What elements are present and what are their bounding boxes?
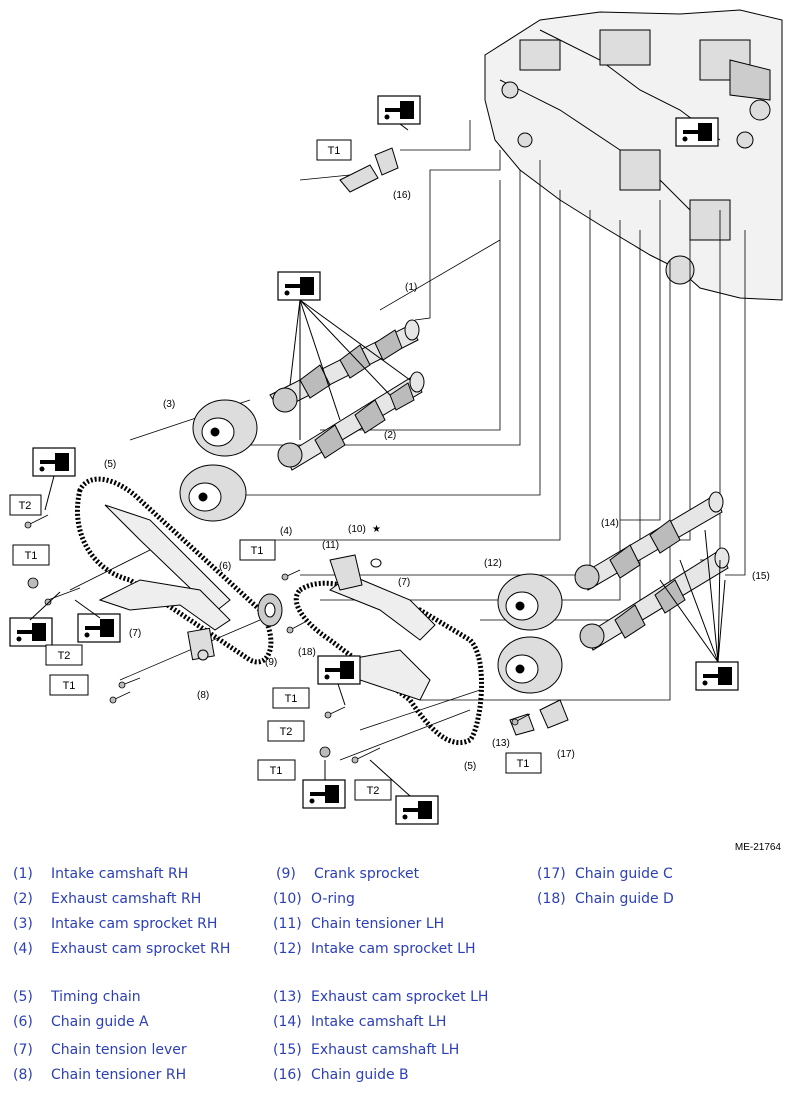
- callout-4: (4): [280, 526, 292, 537]
- legend-item: (17)Chain guide C: [537, 866, 673, 882]
- legend-item: (12)Intake cam sprocket LH: [273, 941, 476, 957]
- exhaust-camshaft-rh: [277, 371, 425, 471]
- intake-cam-sprocket-rh: [192, 399, 258, 457]
- torque-tag-t2: T2: [58, 650, 71, 662]
- callout-16: (16): [393, 190, 411, 201]
- callout-7: (7): [129, 628, 141, 639]
- timing-chain-rh: [74, 476, 274, 665]
- legend-item: (6)Chain guide A: [13, 1014, 149, 1030]
- callout-1: (1): [405, 282, 417, 293]
- parts-legend: (1)Intake camshaft RH (2)Exhaust camshaf…: [0, 862, 793, 1092]
- callout-17: (17): [557, 749, 575, 760]
- exhaust-cam-sprocket-lh: [497, 636, 563, 694]
- callout-11: (11): [322, 540, 339, 551]
- callout-10: (10): [348, 524, 366, 535]
- exhaust-cam-sprocket-rh: [179, 464, 247, 522]
- engine-block: [484, 9, 783, 301]
- chain-tension-lever-rh: [98, 579, 231, 631]
- legend-item: (7)Chain tension lever: [13, 1042, 187, 1058]
- o-ring: [370, 558, 382, 568]
- torque-tag-t1: T1: [63, 680, 76, 692]
- legend-item: (2)Exhaust camshaft RH: [13, 891, 202, 907]
- callout-5: (5): [104, 459, 116, 470]
- torque-tag-t1: T1: [517, 758, 530, 770]
- callout-8: (8): [197, 690, 209, 701]
- legend-item: (15)Exhaust camshaft LH: [273, 1042, 460, 1058]
- legend-item: (9)Crank sprocket: [276, 866, 420, 882]
- torque-tag-t2: T2: [19, 500, 32, 512]
- intake-cam-sprocket-lh: [497, 573, 563, 631]
- oil-icon: [77, 613, 121, 643]
- callout-3: (3): [163, 399, 175, 410]
- callout-12: (12): [484, 558, 502, 569]
- callout-5: (5): [464, 761, 476, 772]
- oil-icon: [302, 779, 346, 809]
- oil-icon: [377, 95, 421, 125]
- callouts: (1) (2) (3) (4) (5) (5) (6) (7) (7) (8) …: [104, 190, 770, 772]
- chain-tensioner-lh: [329, 554, 363, 591]
- callout-6: (6): [219, 561, 231, 572]
- legend-item: (10)O-ring: [273, 891, 355, 907]
- figure-id: ME-21764: [734, 842, 781, 853]
- oil-icon: [317, 655, 361, 685]
- oil-icon: [32, 447, 76, 477]
- chain-guide-a: [104, 504, 231, 613]
- legend-item: (5)Timing chain: [13, 989, 141, 1005]
- oil-icon: [9, 617, 53, 647]
- legend-item: (14)Intake camshaft LH: [273, 1014, 447, 1030]
- intake-camshaft-lh: [574, 491, 724, 591]
- oil-icon: [277, 271, 321, 301]
- legend-item: (18)Chain guide D: [537, 891, 674, 907]
- torque-tags: T1 T2 T1 T1 T2 T1 T1 T2 T1 T2 T1: [9, 139, 542, 801]
- torque-tag-t1: T1: [328, 145, 341, 157]
- torque-tag-t1: T1: [270, 765, 283, 777]
- legend-item: (1)Intake camshaft RH: [13, 866, 189, 882]
- oil-icon: [675, 117, 719, 147]
- torque-tag-t1: T1: [25, 550, 38, 562]
- oil-icon: [395, 795, 439, 825]
- exploded-timing-diagram: T1 T2 T1 T1 T2 T1 T1 T2 T1 T2 T1 (1) (2)…: [9, 9, 783, 825]
- torque-tag-t2: T2: [367, 785, 380, 797]
- torque-tag-t2: T2: [280, 726, 293, 738]
- legend-item: (11)Chain tensioner LH: [273, 916, 445, 932]
- oil-icon: [695, 661, 739, 691]
- callout-13: (13): [492, 738, 510, 749]
- chain-guide-b: [339, 147, 399, 193]
- torque-tag-t1: T1: [251, 545, 264, 557]
- callout-14: (14): [601, 518, 619, 529]
- legend-item: (3)Intake cam sprocket RH: [13, 916, 218, 932]
- chain-tensioner-rh: [187, 627, 215, 661]
- callout-9: (9): [265, 657, 277, 668]
- legend-item: (8)Chain tensioner RH: [13, 1067, 187, 1083]
- callout-2: (2): [384, 430, 396, 441]
- legend-item: (13)Exhaust cam sprocket LH: [273, 989, 489, 1005]
- callout-7: (7): [398, 577, 410, 588]
- legend-item: (16)Chain guide B: [273, 1067, 409, 1083]
- callout-18: (18): [298, 647, 316, 658]
- callout-15: (15): [752, 571, 770, 582]
- torque-tag-t1: T1: [285, 693, 298, 705]
- oil-arrows: [29, 123, 726, 797]
- star-mark: ★: [372, 524, 381, 535]
- legend-item: (4)Exhaust cam sprocket RH: [13, 941, 231, 957]
- crank-sprocket: [257, 593, 283, 627]
- chain-guide-c: [509, 699, 569, 736]
